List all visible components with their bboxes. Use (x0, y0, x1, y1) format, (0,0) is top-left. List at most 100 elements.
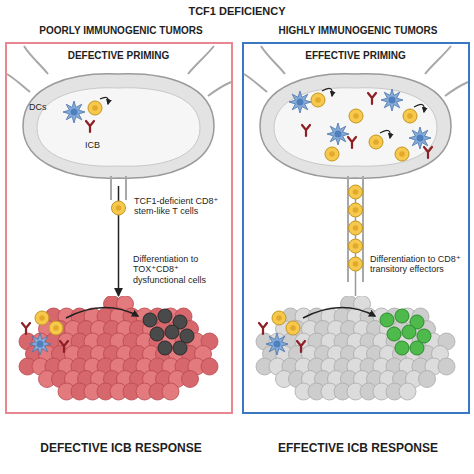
effector-cell (395, 341, 409, 355)
lymph-node-capsule (260, 74, 451, 178)
condition-panel: POORLY IMMUNOGENIC TUMORSDEFECTIVE ICB R… (5, 42, 233, 414)
t-cell (325, 147, 339, 161)
antibody (60, 341, 68, 352)
t-cell (349, 257, 363, 271)
efferent-vessel (111, 176, 126, 200)
t-cell (349, 221, 363, 235)
t-cell (403, 109, 417, 123)
antibody (368, 93, 376, 104)
tumor-cell (162, 383, 179, 400)
effector-cell (410, 315, 424, 329)
dysfunctional-cell (173, 315, 187, 329)
cell-label: DCs (29, 102, 47, 112)
t-cell (311, 93, 325, 107)
lymph-node-capsule (23, 74, 214, 178)
t-cell (349, 109, 363, 123)
effector-cell (402, 325, 416, 339)
differentiation-note: Differentiation to CD8⁺ transitory effec… (370, 254, 465, 275)
lymph-node: EFFECTIVE PRIMING (252, 66, 459, 186)
dysfunctional-cell (158, 341, 172, 355)
tumor-cell (201, 358, 218, 375)
curved-arrow (414, 104, 424, 112)
t-cell (88, 101, 102, 115)
effector-cell (387, 327, 401, 341)
tumor-cell (419, 371, 436, 388)
dysfunctional-cell (158, 309, 172, 323)
curved-arrow (66, 307, 138, 318)
priming-heading: DEFECTIVE PRIMING (15, 50, 222, 62)
lymph-vessel (244, 74, 267, 92)
dysfunctional-cell (173, 341, 187, 355)
lymph-vessel (208, 82, 231, 96)
lymph-vessel (24, 46, 48, 74)
dendritic-cell (381, 89, 403, 111)
priming-heading: EFFECTIVE PRIMING (252, 50, 459, 62)
dendritic-cell (327, 123, 349, 145)
effector-cell (380, 313, 394, 327)
lymph-vessel (261, 46, 285, 74)
lymph-vessel (445, 82, 468, 96)
t-cell (286, 321, 300, 335)
t-cell (112, 201, 126, 215)
dendritic-cell (266, 333, 288, 355)
lymph-node-outline (252, 66, 459, 186)
antibody (302, 125, 310, 136)
effector-cell (395, 309, 409, 323)
efferent-vessel (348, 176, 363, 282)
curved-arrow (322, 88, 332, 96)
tumor-outline (252, 296, 459, 410)
antibody (424, 147, 432, 158)
t-cell (272, 311, 286, 325)
dysfunctional-cell (150, 327, 164, 341)
lymph-vessel (425, 46, 451, 74)
lymph-node-cortex (274, 88, 437, 166)
curved-arrow (100, 97, 108, 104)
dendritic-cell (63, 101, 85, 123)
dysfunctional-cell (143, 313, 157, 327)
effector-cell (410, 341, 424, 355)
lymph-node-outline (15, 66, 222, 186)
tumor-cell (438, 358, 455, 375)
t-cell (35, 311, 49, 325)
dysfunctional-cell (180, 329, 194, 343)
migration-connector (118, 186, 120, 296)
lymph-node-cortex (37, 88, 200, 166)
cell-label: ICB (85, 140, 100, 150)
response-heading: EFFECTIVE ICB RESPONSE (238, 442, 474, 456)
dendritic-cell (29, 333, 51, 355)
curved-arrow (303, 307, 375, 318)
t-cell (349, 203, 363, 217)
antibody (297, 341, 305, 352)
t-cell (349, 185, 363, 199)
antibody (348, 137, 356, 148)
tumor-cell (399, 383, 416, 400)
lymph-vessel (188, 46, 214, 74)
t-cell (49, 321, 63, 335)
response-heading: DEFECTIVE ICB RESPONSE (1, 442, 241, 456)
t-cell (395, 147, 409, 161)
tumor: Differentiation to CD8⁺ transitory effec… (252, 296, 459, 410)
dysfunctional-cell (165, 325, 179, 339)
dendritic-cell (409, 127, 431, 149)
t-cell (349, 239, 363, 253)
antibody (259, 323, 267, 334)
effector-cell (417, 329, 431, 343)
panel-heading: HIGHLY IMMUNOGENIC TUMORS (238, 25, 474, 37)
panel-heading: POORLY IMMUNOGENIC TUMORS (1, 25, 241, 37)
diagram-title: TCF1 DEFICIENCY (0, 5, 474, 18)
antibody (86, 121, 94, 132)
curved-arrow (380, 130, 390, 138)
t-cell (369, 135, 383, 149)
differentiation-note: Differentiation to TOX⁺CD8⁺ dysfunctiona… (133, 254, 228, 285)
migration-connector (355, 186, 357, 296)
tumor-outline (15, 296, 222, 410)
lymph-node: DEFECTIVE PRIMINGDCsICB (15, 66, 222, 186)
tumor: Differentiation to TOX⁺CD8⁺ dysfunctiona… (15, 296, 222, 410)
antibody (22, 323, 30, 334)
cell-label: TCF1-deficient CD8⁺ stem-like T cells (134, 196, 229, 217)
condition-panel: HIGHLY IMMUNOGENIC TUMORSEFFECTIVE ICB R… (242, 42, 470, 414)
